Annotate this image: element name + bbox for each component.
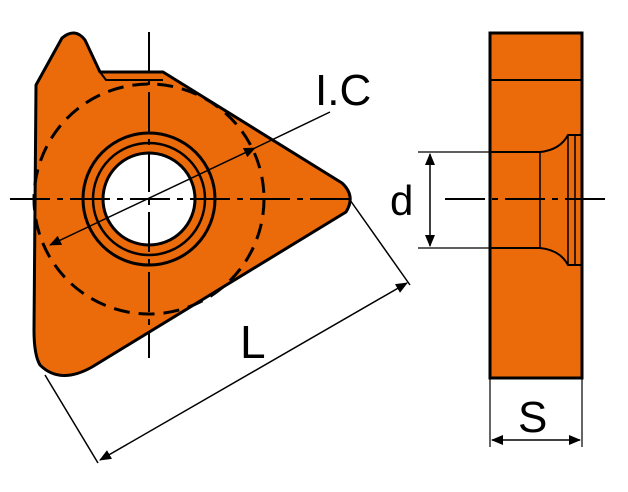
insert-shoulder-edge: [99, 71, 163, 81]
s-label: S: [518, 393, 547, 442]
ic-dimension-line: [49, 147, 256, 246]
top-view: I.C L: [10, 31, 411, 464]
ic-label: I.C: [315, 66, 371, 115]
ic-leader-line: [254, 111, 331, 149]
side-body: [488, 31, 584, 380]
l-label: L: [240, 316, 266, 368]
l-dimension-line: [99, 282, 408, 461]
l-extension-line-left: [44, 374, 99, 464]
d-label: d: [390, 177, 413, 224]
l-extension-line-right: [349, 199, 411, 286]
side-view: d S: [390, 31, 612, 447]
